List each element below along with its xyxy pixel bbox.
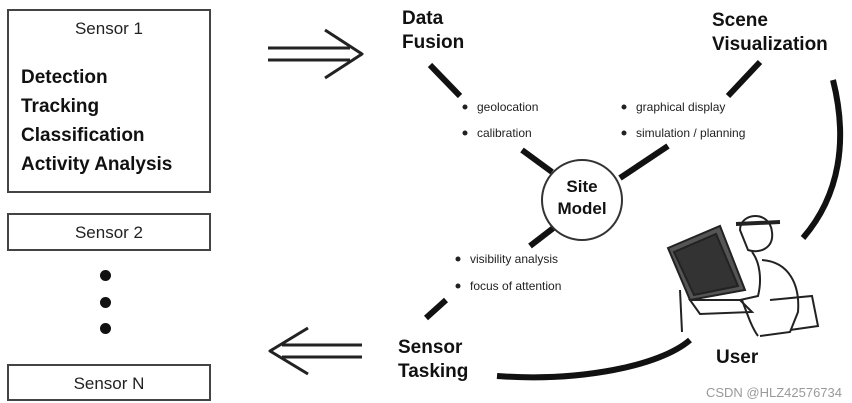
- user-label: User: [716, 346, 758, 370]
- sensor-tasking-line-1: Sensor: [398, 336, 468, 360]
- capability-activity-analysis: Activity Analysis: [21, 150, 172, 179]
- sensor-tasking-line-2: Tasking: [398, 360, 468, 384]
- spoke-scene-visualization-inner: [620, 146, 668, 178]
- bullet-visibility-analysis: visibility analysis: [470, 252, 558, 266]
- site-model-label: Site Model: [543, 176, 621, 220]
- sensor-2-title: Sensor 2: [9, 223, 209, 243]
- bullet-calibration: calibration: [477, 126, 532, 140]
- data-fusion-line-2: Fusion: [402, 31, 464, 55]
- ellipsis-dot-3: [100, 323, 111, 334]
- capability-tracking: Tracking: [21, 92, 172, 121]
- scene-visualization-line-1: Scene: [712, 9, 828, 33]
- sensor-2-box: Sensor 2: [7, 213, 211, 251]
- watermark: CSDN @HLZ42576734: [706, 385, 842, 400]
- sensor-n-box: Sensor N: [7, 364, 211, 401]
- curve-user-to-tasking: [497, 340, 690, 377]
- user-illustration: [668, 216, 818, 336]
- sensor-1-box: Sensor 1 Detection Tracking Classificati…: [7, 9, 211, 193]
- capability-classification: Classification: [21, 121, 172, 150]
- site-model-node: Site Model: [541, 159, 623, 241]
- ellipsis-dot-1: [100, 270, 111, 281]
- site-model-line-1: Site: [543, 176, 621, 198]
- arrow-to-data-fusion: [268, 30, 362, 78]
- spoke-scene-visualization: [728, 62, 760, 96]
- spoke-data-fusion-inner: [522, 150, 552, 172]
- data-fusion-line-1: Data: [402, 7, 464, 31]
- ellipsis-dot-2: [100, 297, 111, 308]
- bullet-geolocation: geolocation: [477, 100, 538, 114]
- curve-visualization-to-user: [803, 80, 840, 238]
- sensor-tasking-label: Sensor Tasking: [398, 336, 468, 384]
- sensor-1-title: Sensor 1: [9, 19, 209, 39]
- bullet-simulation-planning: simulation / planning: [636, 126, 745, 140]
- sensor-n-title: Sensor N: [9, 374, 209, 394]
- spoke-sensor-tasking: [426, 300, 446, 318]
- bullet-focus-of-attention: focus of attention: [470, 279, 561, 293]
- spoke-data-fusion: [430, 65, 460, 96]
- data-fusion-label: Data Fusion: [402, 7, 464, 55]
- site-model-line-2: Model: [543, 198, 621, 220]
- capability-detection: Detection: [21, 63, 172, 92]
- scene-visualization-line-2: Visualization: [712, 33, 828, 57]
- bullet-graphical-display: graphical display: [636, 100, 725, 114]
- arrow-from-sensor-tasking: [270, 328, 362, 374]
- sensor-1-capabilities: Detection Tracking Classification Activi…: [21, 63, 172, 179]
- scene-visualization-label: Scene Visualization: [712, 9, 828, 57]
